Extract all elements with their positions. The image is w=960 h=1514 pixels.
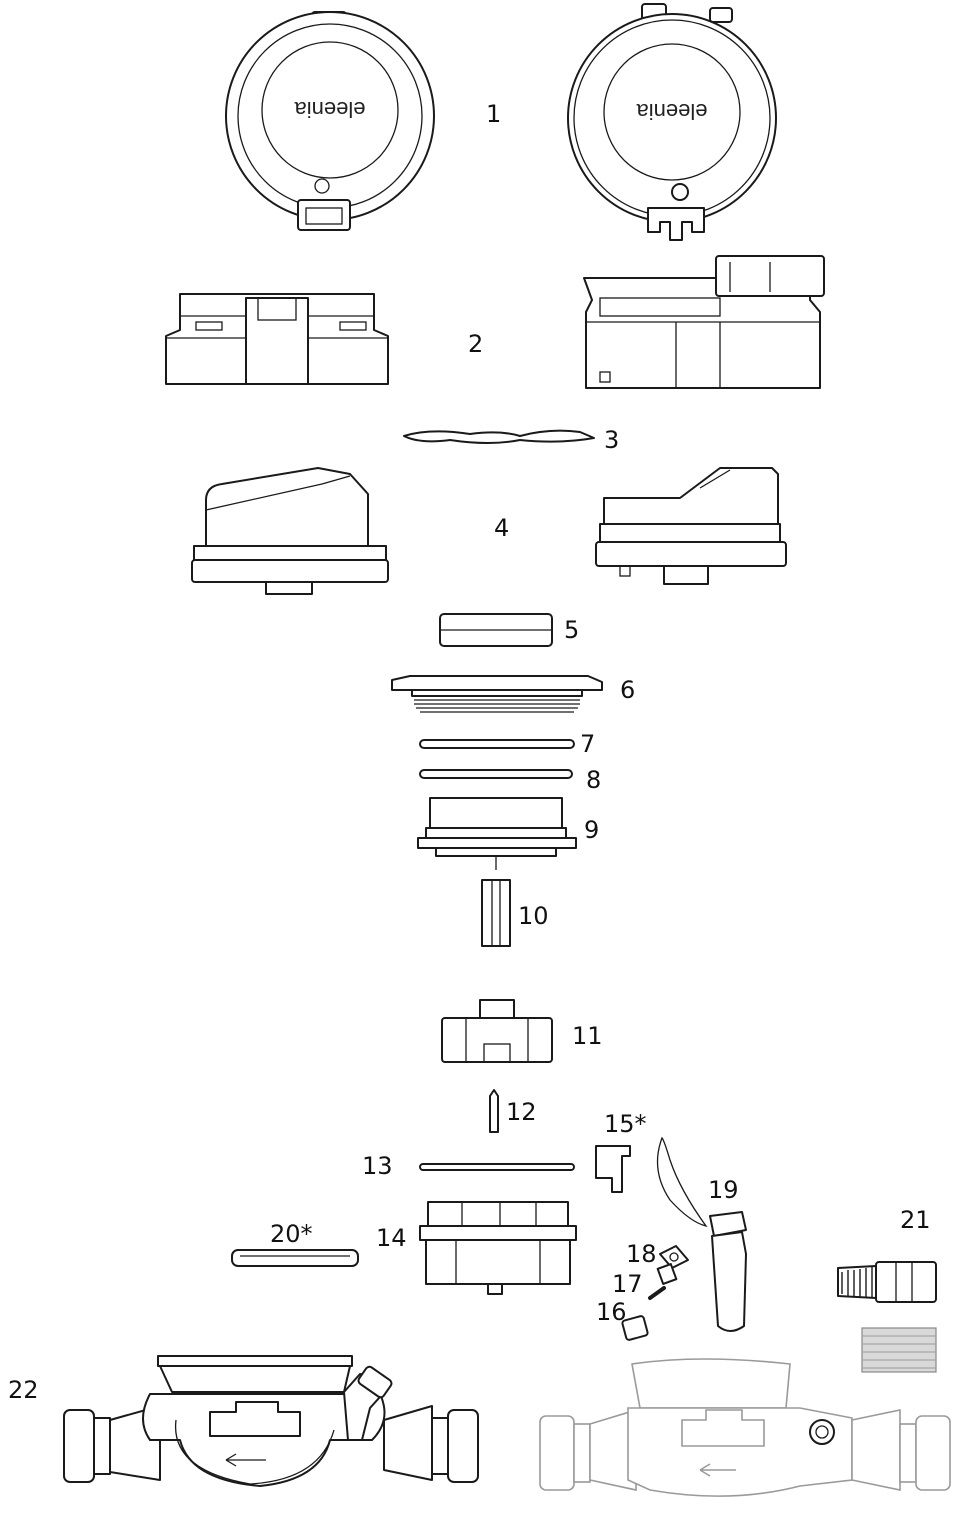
label-6: 6 <box>620 676 635 704</box>
label-1: 1 <box>486 100 501 128</box>
part-2-housing-right <box>583 255 825 389</box>
label-21: 21 <box>900 1206 931 1234</box>
part-8-oring <box>419 769 573 779</box>
label-9: 9 <box>584 816 599 844</box>
part-7-oring <box>419 739 575 749</box>
part-19-seal <box>656 1136 747 1332</box>
part-17-pin <box>648 1286 666 1300</box>
label-11: 11 <box>572 1022 603 1050</box>
part-2-housing-left <box>165 293 389 385</box>
label-2: 2 <box>468 330 483 358</box>
part-4-register-left <box>191 467 389 595</box>
part-1-cover-left: eleenia <box>225 11 435 231</box>
part-15-clip <box>595 1145 631 1193</box>
part-4-register-right <box>595 467 787 585</box>
label-14: 14 <box>376 1224 407 1252</box>
part-18-screw <box>656 1245 689 1285</box>
label-5: 5 <box>564 616 579 644</box>
part-11-impeller <box>441 999 553 1063</box>
part-22-body-left <box>63 1355 479 1487</box>
part-21-filter <box>837 1261 937 1373</box>
part-20-rod <box>231 1249 359 1267</box>
label-13: 13 <box>362 1152 393 1180</box>
part-1-cover-right: eleenia <box>567 3 777 241</box>
label-8: 8 <box>586 766 601 794</box>
part-10-spindle <box>481 879 511 947</box>
part-13-strip <box>419 1163 575 1171</box>
logo-text-right: eleenia <box>636 99 708 124</box>
part-12-pin <box>489 1089 499 1133</box>
logo-text-left: eleenia <box>294 97 366 122</box>
label-20: 20* <box>270 1220 313 1248</box>
part-3-gasket <box>403 429 595 444</box>
label-18: 18 <box>626 1240 657 1268</box>
label-17: 17 <box>612 1270 643 1298</box>
label-3: 3 <box>604 426 619 454</box>
label-4: 4 <box>494 514 509 542</box>
label-16: 16 <box>596 1298 627 1326</box>
part-14-cage <box>419 1201 577 1295</box>
label-12: 12 <box>506 1098 537 1126</box>
callout-labels: 1 2 3 4 5 6 7 8 9 10 11 12 13 14 15* 16 … <box>8 100 931 1404</box>
label-15: 15* <box>604 1110 647 1138</box>
part-16-cap <box>621 1315 649 1341</box>
part-6-plate <box>391 675 603 713</box>
part-9-cup <box>417 797 577 870</box>
label-10: 10 <box>518 902 549 930</box>
part-5-ring <box>439 613 553 647</box>
label-22: 22 <box>8 1376 39 1404</box>
label-19: 19 <box>708 1176 739 1204</box>
part-22-body-right <box>539 1358 951 1497</box>
label-7: 7 <box>580 730 595 758</box>
